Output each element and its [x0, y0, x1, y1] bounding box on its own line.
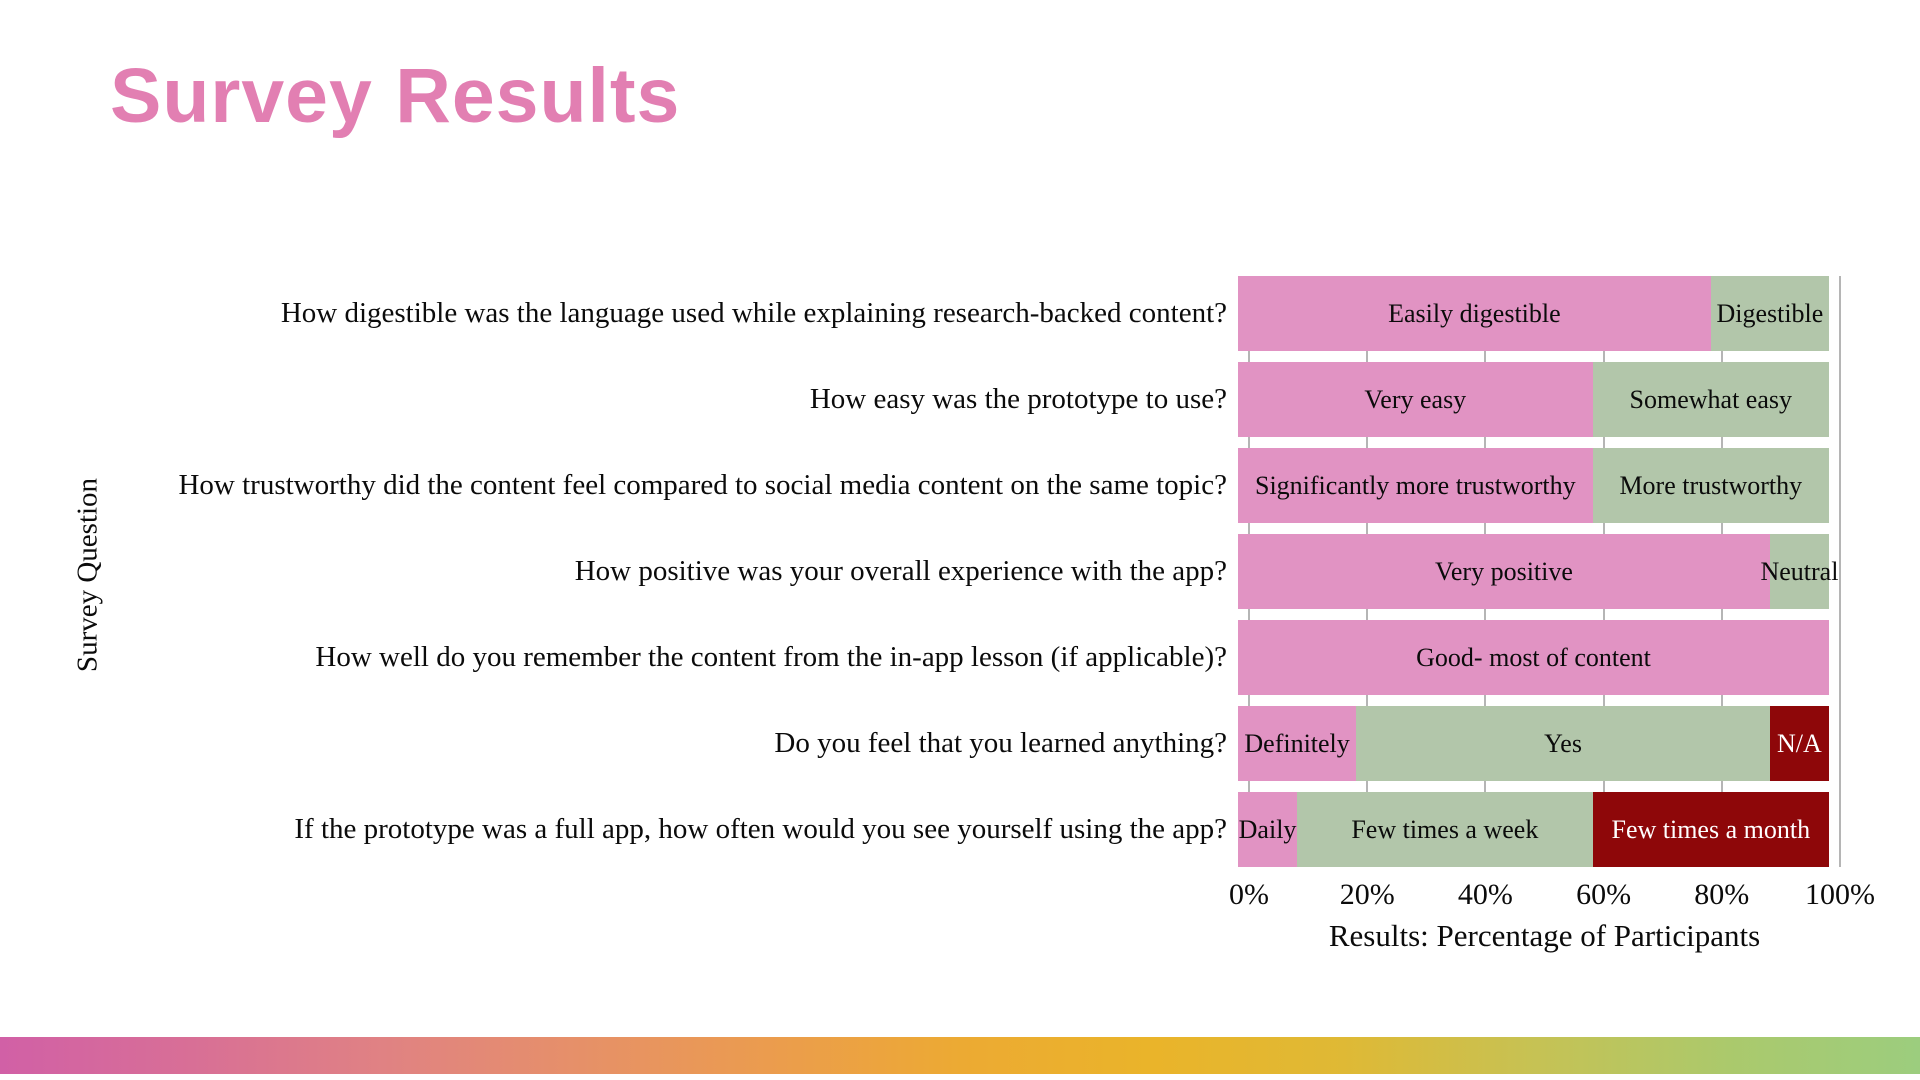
bar-segment: Somewhat easy: [1592, 362, 1829, 437]
bar-segment: Easily digestible: [1238, 276, 1711, 351]
gridline: [1839, 276, 1841, 867]
chart-row: How well do you remember the content fro…: [0, 620, 1840, 695]
x-tick-label: 80%: [1694, 878, 1750, 911]
x-tick-label: 100%: [1805, 878, 1875, 911]
chart-row: How easy was the prototype to use? Very e…: [0, 362, 1840, 437]
question-label: How easy was the prototype to use?: [809, 382, 1227, 415]
question-label: Do you feel that you learned anything?: [774, 726, 1227, 759]
bar-segment: Very positive: [1238, 534, 1770, 609]
x-axis-ticks: 0% 20% 40% 60% 80% 100%: [1229, 878, 1875, 918]
bar-segment: Daily: [1238, 792, 1298, 867]
question-label: How well do you remember the content fro…: [315, 640, 1227, 673]
chart-row: If the prototype was a full app, how oft…: [0, 792, 1840, 867]
x-tick-label: 0%: [1229, 878, 1269, 911]
bar-segment: Neutral: [1760, 534, 1838, 609]
bar-segment: N/A: [1769, 706, 1829, 781]
bar-segment: Very easy: [1238, 362, 1593, 437]
chart-row: How trustworthy did the content feel com…: [0, 448, 1840, 523]
chart-rows: How digestible was the language used whi…: [0, 276, 1840, 878]
bar-segment: Yes: [1356, 706, 1770, 781]
bar-segment: Good- most of content: [1238, 620, 1829, 695]
bar-segment: Few times a month: [1592, 792, 1829, 867]
x-axis-label: Results: Percentage of Participants: [1328, 918, 1761, 953]
chart-row: Do you feel that you learned anything? De…: [0, 706, 1840, 781]
x-tick-label: 40%: [1457, 878, 1513, 911]
x-tick-label: 20%: [1339, 878, 1395, 911]
footer-gradient-bar: [0, 1037, 1920, 1074]
bar-segment: Significantly more trustworthy: [1238, 448, 1593, 523]
stacked-bar: Good- most of content: [1238, 620, 1829, 695]
question-label: How positive was your overall experience…: [574, 554, 1227, 587]
bar-segment: Definitely: [1238, 706, 1357, 781]
chart-row: How digestible was the language used whi…: [0, 276, 1840, 351]
question-label: If the prototype was a full app, how oft…: [294, 812, 1227, 845]
bar-segment: Digestible: [1710, 276, 1829, 351]
chart-row: How positive was your overall experience…: [0, 534, 1840, 609]
slide-title: Survey Results: [110, 53, 681, 139]
bar-segment: More trustworthy: [1592, 448, 1829, 523]
x-tick-label: 60%: [1576, 878, 1632, 911]
bar-segment: Few times a week: [1297, 792, 1593, 867]
question-label: How trustworthy did the content feel com…: [178, 468, 1227, 501]
question-label: How digestible was the language used whi…: [280, 296, 1227, 329]
